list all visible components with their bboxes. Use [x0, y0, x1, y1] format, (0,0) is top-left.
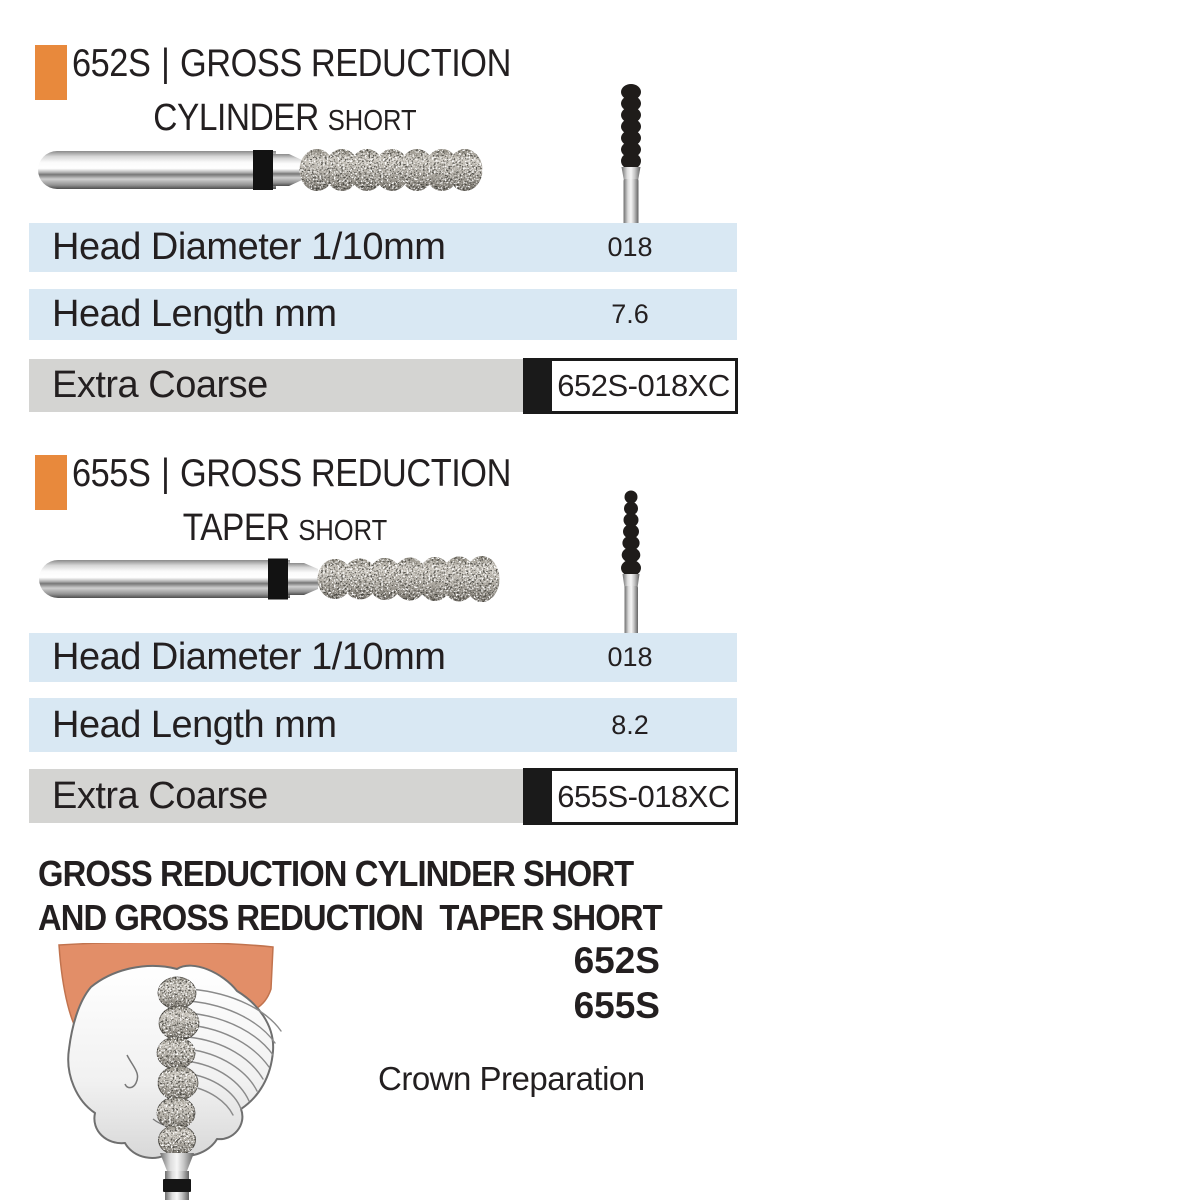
- product-title: 652S|GROSS REDUCTION CYLINDER SHORT: [72, 40, 511, 143]
- spec-label: Head Length mm: [52, 293, 337, 335]
- grit-label: Extra Coarse: [52, 774, 268, 817]
- bur-photo-taper: [39, 556, 500, 602]
- order-code-tab: [526, 771, 552, 822]
- spec-label: Head Diameter 1/10mm: [52, 226, 446, 268]
- footer-title-line1: GROSS REDUCTION CYLINDER SHORT: [38, 853, 634, 894]
- title-divider: |: [160, 452, 170, 495]
- bur-silhouette-cylinder: [621, 84, 641, 228]
- bur-photo-cylinder: [38, 149, 483, 191]
- order-code-box: 652S-018XC: [523, 358, 738, 414]
- order-code: 655S-018XC: [557, 778, 730, 814]
- product-shape-suffix: SHORT: [298, 515, 388, 547]
- product-title-line2: TAPER SHORT: [72, 506, 498, 553]
- bur-silhouette-taper: [621, 490, 641, 638]
- product-code: 652S: [72, 42, 151, 85]
- spec-row-value: 018: [523, 223, 737, 272]
- product-title: 655S|GROSS REDUCTION TAPER SHORT: [72, 450, 511, 553]
- title-divider: |: [160, 42, 170, 85]
- bur-ring: [163, 1179, 191, 1192]
- footer-title-line2: AND GROSS REDUCTION TAPER SHORT: [38, 897, 663, 938]
- product-title-line2: CYLINDER SHORT: [72, 96, 498, 143]
- spec-value: 018: [607, 642, 653, 672]
- product-shape: CYLINDER: [153, 97, 319, 139]
- product-shape-suffix: SHORT: [327, 105, 417, 137]
- product-shape: TAPER: [182, 507, 290, 549]
- product-code: 655S: [72, 452, 151, 495]
- spec-label: Head Diameter 1/10mm: [52, 636, 446, 678]
- section-marker: [35, 455, 67, 510]
- spec-row-value: 018: [523, 633, 737, 682]
- product-family: GROSS REDUCTION: [180, 452, 511, 495]
- spec-row-label: Head Length mm: [29, 289, 538, 340]
- spec-row-value: 8.2: [523, 698, 737, 752]
- spec-value: 7.6: [611, 299, 649, 329]
- model-code: 655S: [573, 985, 660, 1026]
- product-title-line1: 655S|GROSS REDUCTION: [72, 450, 511, 497]
- grit-row-label: Extra Coarse: [29, 359, 538, 412]
- spec-value: 018: [607, 232, 653, 262]
- model-code: 652S: [573, 940, 660, 981]
- tooth-illustration: [58, 943, 282, 1200]
- spec-row-label: Head Diameter 1/10mm: [29, 633, 538, 682]
- application-label: Crown Preparation: [378, 1060, 645, 1097]
- section-marker: [35, 45, 67, 100]
- grit-row-label: Extra Coarse: [29, 769, 538, 823]
- order-code: 652S-018XC: [557, 368, 730, 403]
- order-code-box: 655S-018XC: [523, 768, 738, 825]
- spec-row-label: Head Length mm: [29, 698, 538, 752]
- product-family: GROSS REDUCTION: [180, 42, 511, 85]
- grit-label: Extra Coarse: [52, 364, 268, 406]
- order-code-tab: [526, 361, 552, 411]
- bur-neck: [160, 1153, 194, 1171]
- spec-row-label: Head Diameter 1/10mm: [29, 223, 538, 272]
- striation-lines: [183, 988, 282, 1116]
- spec-row-value: 7.6: [523, 289, 737, 340]
- diamond-head: [299, 149, 483, 191]
- product-title-line1: 652S|GROSS REDUCTION: [72, 40, 511, 87]
- diamond-head: [317, 556, 500, 602]
- spec-value: 8.2: [611, 709, 649, 740]
- spec-label: Head Length mm: [52, 703, 337, 746]
